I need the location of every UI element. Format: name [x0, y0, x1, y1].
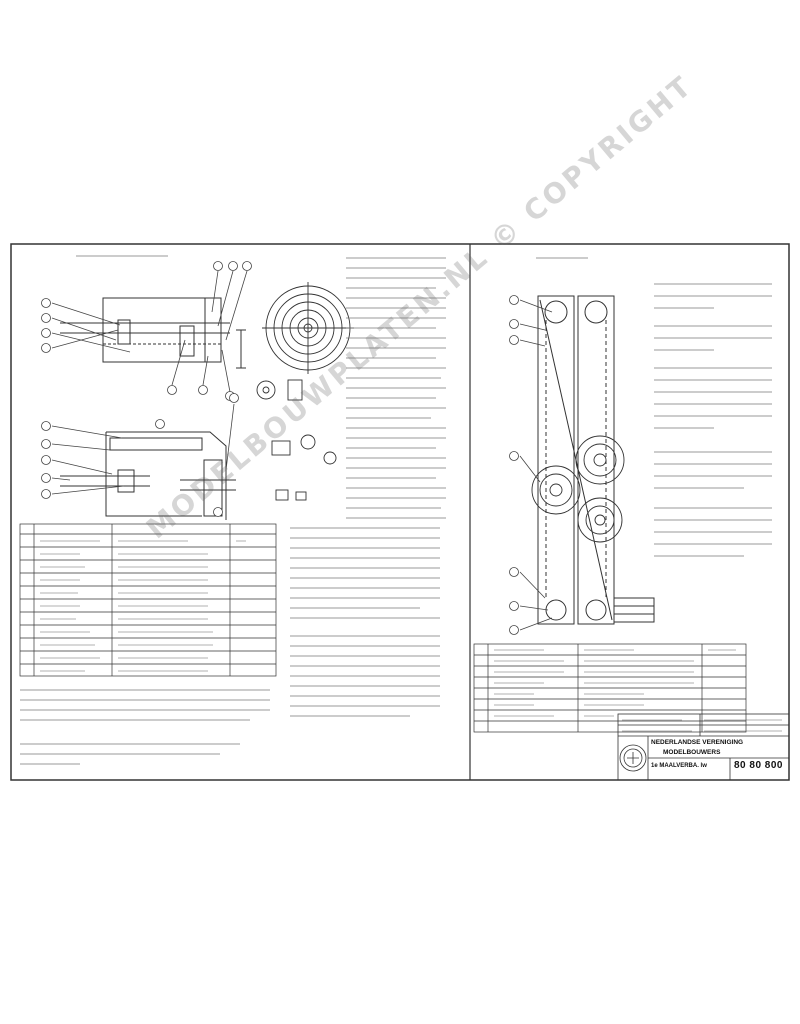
top-view-callouts: [51, 403, 235, 495]
notes-right-column: [346, 257, 446, 519]
arm-callout-balloons: [509, 295, 519, 635]
notes-middle-column: [290, 527, 440, 717]
small-parts-details: [256, 379, 337, 501]
association-seal-icon: [619, 744, 647, 772]
notes-bottom-left: [20, 689, 270, 765]
sheet-border: [10, 243, 790, 781]
side-view-callouts: [51, 270, 248, 393]
arm-assembly-drawing: [537, 295, 655, 625]
parts-list-left-entries: [40, 540, 246, 672]
arm-callouts: [519, 299, 553, 631]
pulley-wheels: [531, 435, 625, 543]
top-view-drawing: [60, 431, 236, 520]
top-view-callout-balloons: [41, 393, 239, 517]
title-block-organisation-line1: NEDERLANDSE VERENIGING: [651, 739, 744, 746]
title-block-drawing-number: 80 80 800: [734, 760, 783, 771]
parts-list-right-entries: [494, 649, 736, 717]
notes-right-sheet: [654, 283, 772, 557]
side-view-callout-balloons: [41, 261, 252, 401]
parts-list-left: [19, 523, 277, 677]
disc-front-view: [262, 282, 354, 374]
title-block: [617, 713, 790, 781]
title-block-drawing-code: 1e MAALVERBA. lw: [651, 763, 707, 769]
title-block-organisation-line2: MODELBOUWERS: [663, 749, 721, 756]
parts-list-right: [473, 643, 747, 733]
side-view-drawing: [60, 297, 246, 369]
title-block-fields: [622, 719, 782, 732]
